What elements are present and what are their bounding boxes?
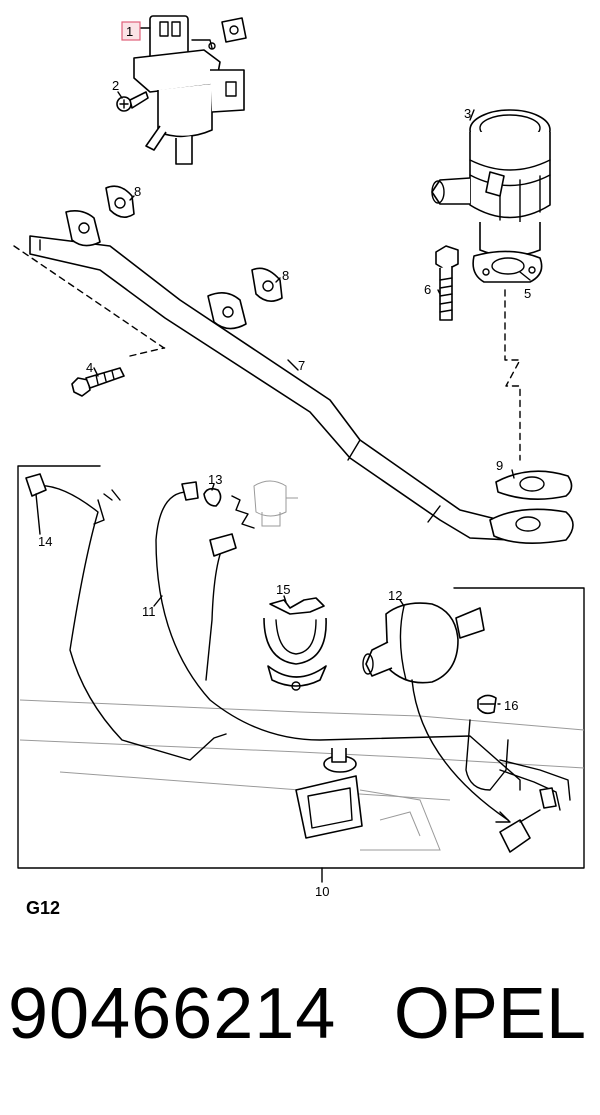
- callout-2[interactable]: 2: [112, 78, 119, 93]
- callout-11[interactable]: 11: [142, 604, 156, 619]
- callout-4[interactable]: 4: [86, 360, 93, 375]
- pipe-flange-right: [489, 508, 574, 544]
- alignment-line-right: [504, 289, 521, 461]
- callout-1-highlight: [121, 21, 141, 41]
- lower-frame: [17, 465, 585, 869]
- callout-7[interactable]: 7: [298, 358, 305, 373]
- part-7-pipe[interactable]: [29, 235, 511, 541]
- callout-8-upper[interactable]: 8: [134, 184, 141, 199]
- callout-5[interactable]: 5: [524, 286, 531, 301]
- parts-exploded-diagram: 1 2 3 4 5 6 7 8 8 9 10 11 12 13 14 15 16: [13, 15, 585, 899]
- callout-9[interactable]: 9: [496, 458, 503, 473]
- callout-6[interactable]: 6: [424, 282, 431, 297]
- callout-8-lower[interactable]: 8: [282, 268, 289, 283]
- part-2-screw[interactable]: [116, 91, 149, 112]
- part-3-air-valve[interactable]: [431, 109, 551, 257]
- part-8-gasket-lower[interactable]: [251, 267, 283, 302]
- flow-arrow: [411, 679, 509, 821]
- callout-14[interactable]: 14: [38, 534, 52, 549]
- leader-lines: [35, 27, 531, 883]
- part-number: 90466214: [8, 974, 337, 1054]
- part-4-bolt[interactable]: [71, 367, 125, 397]
- part-5-gasket[interactable]: [472, 250, 543, 283]
- part-14-hose[interactable]: [25, 473, 227, 761]
- group-code-label: G12: [26, 898, 61, 918]
- part-12-valve[interactable]: [362, 602, 485, 684]
- part-8-gasket-upper[interactable]: [105, 185, 135, 218]
- callout-3[interactable]: 3: [464, 106, 471, 121]
- engine-block-outline: [19, 699, 585, 851]
- callout-1[interactable]: 1: [126, 24, 133, 39]
- part-16-clip[interactable]: [477, 694, 497, 715]
- part-11-hose[interactable]: [155, 481, 521, 791]
- part-1-solenoid-valve[interactable]: [133, 15, 245, 165]
- part-9-gasket[interactable]: [495, 470, 573, 500]
- small-valve-faint: [253, 480, 298, 527]
- callout-10[interactable]: 10: [315, 884, 329, 899]
- part-15-bracket[interactable]: [263, 597, 327, 691]
- u-hose-right: [465, 719, 571, 853]
- callout-16[interactable]: 16: [504, 698, 518, 713]
- brand-name: OPEL: [393, 974, 586, 1054]
- callout-13[interactable]: 13: [208, 472, 222, 487]
- part-1-small-clip[interactable]: [221, 17, 247, 43]
- callout-12[interactable]: 12: [388, 588, 402, 603]
- pipe-flange-left: [65, 210, 101, 247]
- part-6-bolt[interactable]: [435, 245, 459, 321]
- part-13-clamp[interactable]: [203, 487, 255, 529]
- pipe-flange-middle: [207, 292, 247, 330]
- callout-15[interactable]: 15: [276, 582, 290, 597]
